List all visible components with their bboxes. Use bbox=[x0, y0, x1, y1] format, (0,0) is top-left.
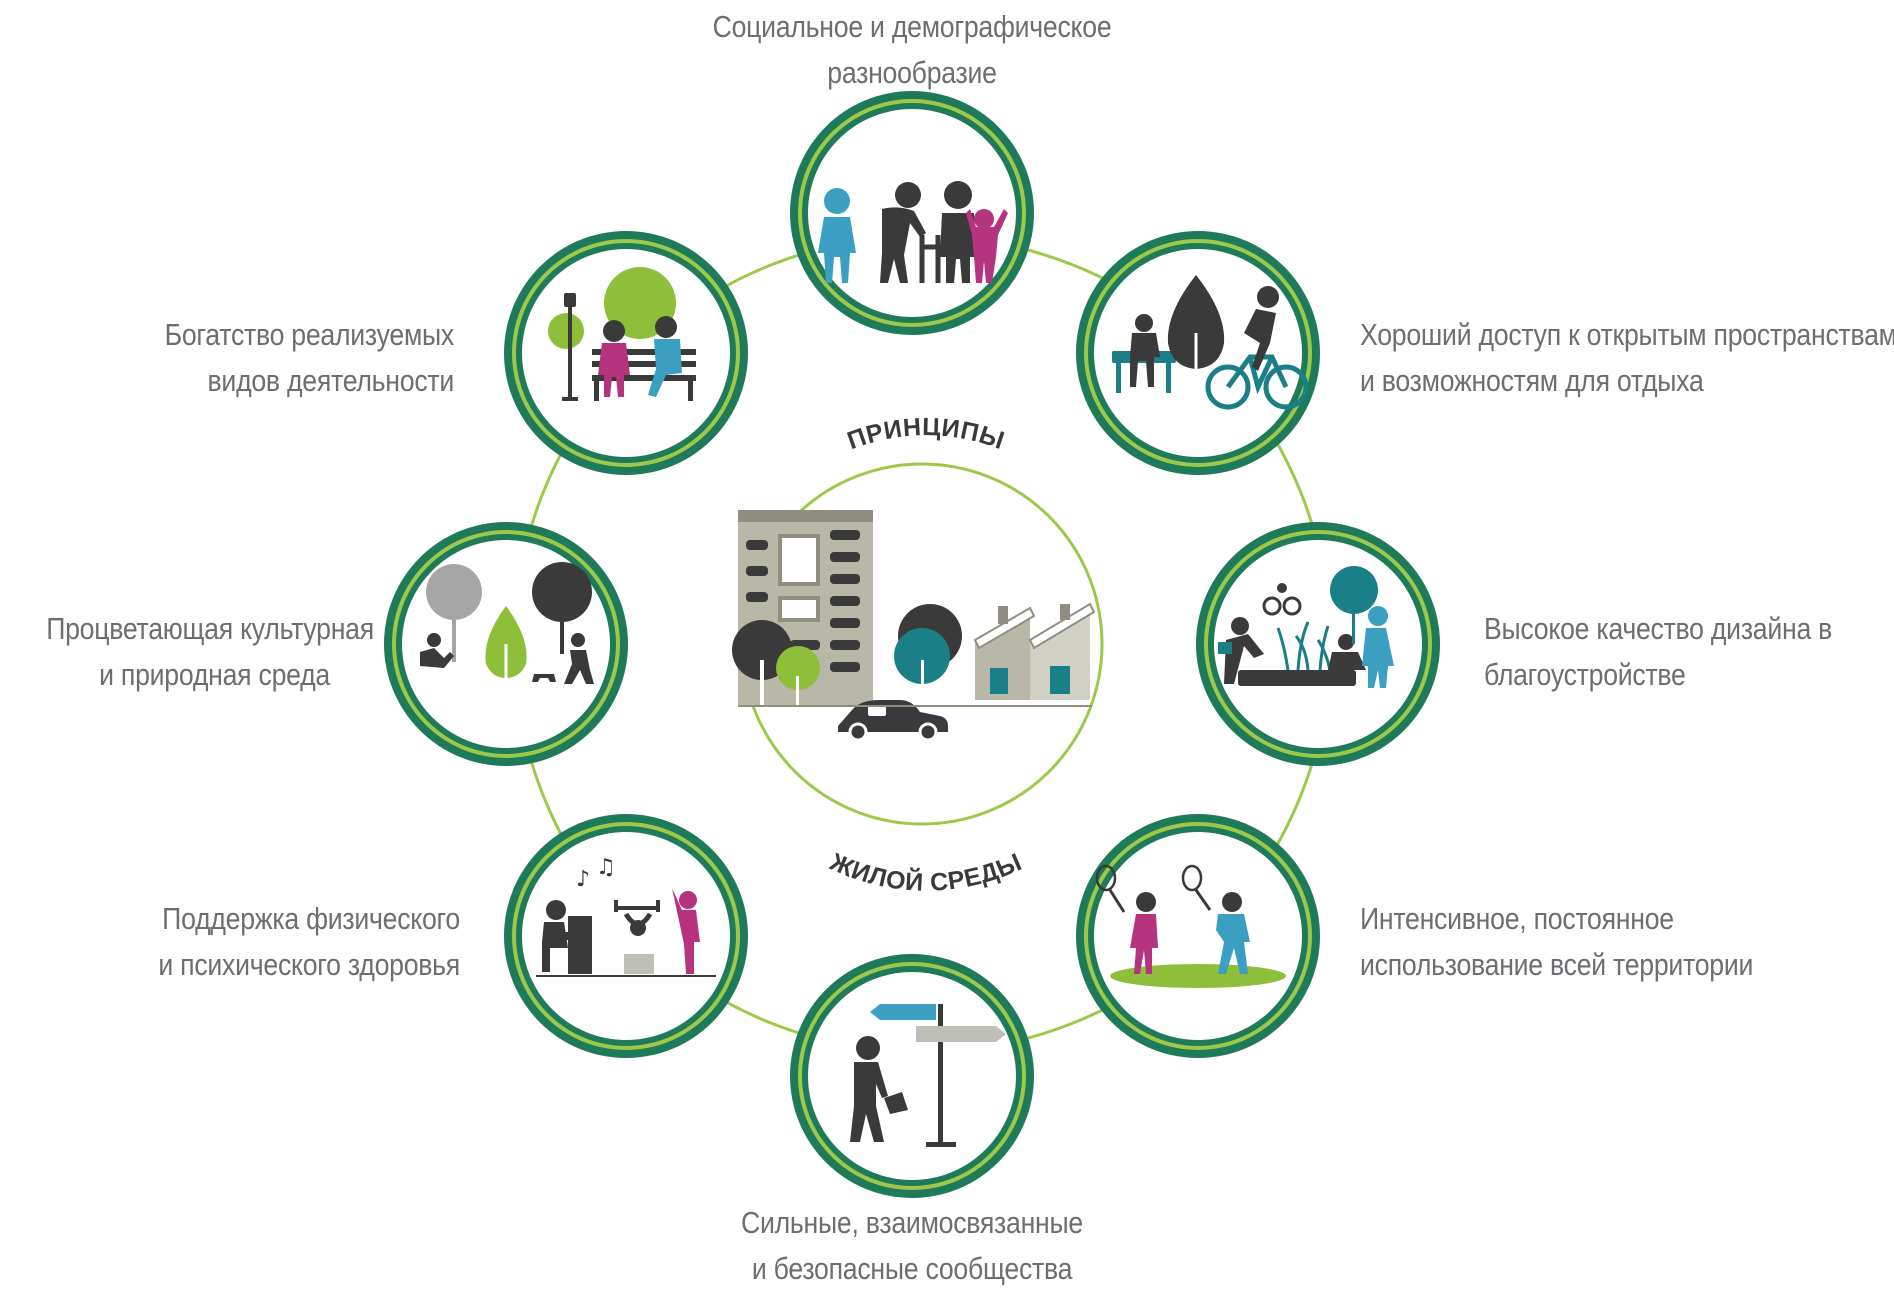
label-design-quality: Высокое качество дизайна в благоустройст… bbox=[1484, 606, 1845, 698]
badminton-icon bbox=[1095, 864, 1286, 988]
car-icon bbox=[838, 700, 948, 742]
label-line: разнообразие bbox=[827, 55, 997, 90]
label-line: Социальное и демографическое bbox=[712, 9, 1112, 44]
label-line: и природная среда bbox=[99, 657, 330, 692]
center-hub bbox=[732, 462, 1104, 826]
family-icon bbox=[818, 181, 1008, 283]
label-line: и психического здоровья bbox=[158, 947, 460, 982]
landscape-design-icon bbox=[1218, 566, 1394, 688]
label-health: Поддержка физического и психического здо… bbox=[116, 896, 460, 988]
label-activities: Богатство реализуемых видов деятельности bbox=[115, 312, 455, 404]
label-line: и безопасные сообщества bbox=[751, 1251, 1073, 1286]
houses-icon bbox=[973, 602, 1096, 700]
signpost-icon bbox=[850, 1004, 1006, 1147]
principle-node-cultural-natural bbox=[384, 522, 628, 766]
label-line: Высокое качество дизайна в bbox=[1484, 611, 1833, 646]
label-line: Поддержка физического bbox=[162, 901, 460, 936]
center-title-bottom: ЖИЛОЙ СРЕДЫ bbox=[825, 848, 1026, 897]
cyclist-bench-icon bbox=[1112, 275, 1309, 410]
fitness-music-icon: ♪ ♫ bbox=[536, 855, 716, 977]
principle-node-communities bbox=[790, 954, 1034, 1198]
label-social-diversity: Социальное и демографическое разнообрази… bbox=[667, 4, 1157, 96]
principle-node-open-spaces bbox=[1076, 231, 1320, 475]
label-intensive-use: Интенсивное, постоянное использование вс… bbox=[1360, 896, 1790, 988]
label-line: Интенсивное, постоянное bbox=[1360, 901, 1674, 936]
label-line: Хороший доступ к открытым пространствам bbox=[1360, 317, 1894, 352]
label-line: использование всей территории bbox=[1360, 947, 1754, 982]
principle-node-design-quality bbox=[1196, 522, 1440, 766]
label-line: видов деятельности bbox=[207, 363, 455, 398]
principle-node-social-diversity bbox=[790, 91, 1034, 335]
tree-icon bbox=[732, 620, 820, 710]
label-line: и возможностям для отдыха bbox=[1360, 363, 1704, 398]
principle-node-activities bbox=[504, 231, 748, 475]
svg-text:♫: ♫ bbox=[596, 855, 616, 880]
label-line: благоустройстве bbox=[1484, 657, 1686, 692]
park-bench-icon bbox=[548, 267, 696, 401]
label-line: Сильные, взаимосвязанные bbox=[740, 1205, 1084, 1240]
trees-walker-icon bbox=[420, 562, 594, 684]
label-line: Богатство реализуемых bbox=[164, 317, 455, 352]
svg-text:♪: ♪ bbox=[576, 867, 590, 892]
principle-node-intensive-use bbox=[1076, 814, 1320, 1058]
principle-node-health: ♪ ♫ bbox=[504, 814, 748, 1058]
label-open-spaces: Хороший доступ к открытым пространствам … bbox=[1360, 312, 1894, 404]
label-line: Процветающая культурная bbox=[46, 611, 374, 646]
label-communities: Сильные, взаимосвязанные и безопасные со… bbox=[697, 1200, 1127, 1292]
label-cultural-natural: Процветающая культурная и природная сред… bbox=[46, 606, 374, 698]
center-title-top: ПРИНЦИПЫ bbox=[844, 413, 1008, 455]
tree-icon bbox=[894, 604, 962, 708]
